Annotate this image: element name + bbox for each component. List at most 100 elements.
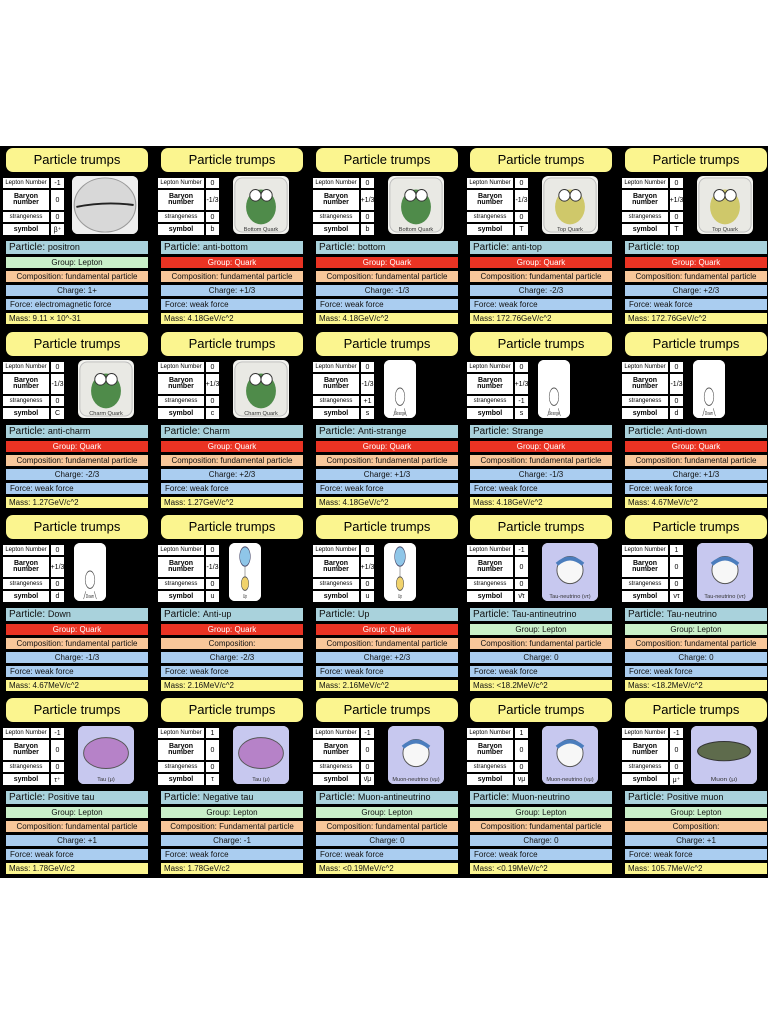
force-bar: Force: weak force: [625, 299, 767, 310]
particle-card-4[interactable]: Particle trumps Lepton Number 0 Baryon n…: [466, 146, 616, 324]
lepton-number-label: Lepton Number: [158, 728, 204, 738]
particle-prefix: Particle:: [319, 792, 356, 803]
symbol-label: symbol: [313, 591, 359, 602]
muon-cartoon-icon: Muon (μ): [691, 726, 757, 784]
particle-name-value: Muon-neutrino: [511, 792, 570, 802]
particle-card-18[interactable]: Particle trumps Lepton Number -1 Baryon …: [312, 696, 462, 874]
strangeness-value: 0: [206, 579, 219, 589]
particle-name-value: Anti-up: [202, 609, 232, 619]
particle-name: Particle: Charm: [161, 425, 303, 438]
particle-name-value: anti-charm: [47, 426, 91, 436]
particle-name: Particle: top: [625, 241, 767, 254]
particle-card-15[interactable]: Particle trumps Lepton Number 1 Baryon n…: [621, 513, 768, 691]
particle-prefix: Particle:: [473, 609, 510, 620]
picture-caption: Muon (μ): [711, 776, 738, 783]
baryon-number-label: Baryon number: [158, 740, 204, 760]
strangeness-value: 0: [515, 212, 528, 222]
muon-neutrino-cartoon-icon: Muon-neutrino (νμ): [388, 726, 444, 784]
particle-card-13[interactable]: Particle trumps Lepton Number 0 Baryon n…: [312, 513, 462, 691]
particle-card-7[interactable]: Particle trumps Lepton Number 0 Baryon n…: [157, 330, 307, 508]
right-eye: [260, 373, 273, 386]
particle-picture: Down: [74, 543, 106, 601]
quantum-numbers-table: Lepton Number 1 Baryon number 0 strangen…: [467, 728, 529, 785]
particle-card-12[interactable]: Particle trumps Lepton Number 0 Baryon n…: [157, 513, 307, 691]
symbol-value: T: [515, 224, 528, 235]
lepton-number-value: 0: [51, 362, 64, 372]
mass-bar: Mass: 1.27GeV/c^2: [6, 497, 148, 508]
charm-quark-cartoon-icon: Charm Quark: [79, 361, 133, 417]
force-bar: Force: weak force: [161, 299, 303, 310]
particle-card-3[interactable]: Particle trumps Lepton Number 0 Baryon n…: [312, 146, 462, 324]
particle-card-8[interactable]: Particle trumps Lepton Number 0 Baryon n…: [312, 330, 462, 508]
lepton-number-value: 0: [206, 178, 219, 188]
strangeness-label: strangeness: [313, 212, 359, 222]
group-bar: Group: Quark: [625, 257, 767, 268]
baryon-number-value: 0: [206, 740, 219, 760]
particle-name-value: Tau-antineutrino: [511, 609, 577, 619]
right-eye: [569, 189, 582, 202]
symbol-value: ν̄μ: [361, 774, 374, 785]
strangeness-value: 0: [51, 396, 64, 406]
card-title: Particle trumps: [6, 332, 148, 356]
charge-bar: Charge: 0: [470, 835, 612, 846]
particle-card-19[interactable]: Particle trumps Lepton Number 1 Baryon n…: [466, 696, 616, 874]
picture-caption: Down: [705, 410, 713, 416]
charge-bar: Charge: +1/3: [161, 285, 303, 296]
lepton-number-label: Lepton Number: [3, 362, 49, 372]
lepton-number-value: 0: [515, 362, 528, 372]
down-quark-cartoon-icon: Down: [693, 360, 725, 418]
particle-card-11[interactable]: Particle trumps Lepton Number 0 Baryon n…: [2, 513, 152, 691]
particle-prefix: Particle:: [628, 426, 665, 437]
particle-card-17[interactable]: Particle trumps Lepton Number 1 Baryon n…: [157, 696, 307, 874]
symbol-value: d: [51, 591, 64, 602]
particle-card-1[interactable]: Particle trumps Lepton Number -1 Baryon …: [2, 146, 152, 324]
muon-neutrino-cartoon-icon: Muon-neutrino (νμ): [542, 726, 598, 784]
composition-bar: Composition: fundamental particle: [316, 271, 458, 282]
particle-card-16[interactable]: Particle trumps Lepton Number -1 Baryon …: [2, 696, 152, 874]
particle-name-value: bottom: [357, 242, 386, 252]
particle-card-14[interactable]: Particle trumps Lepton Number -1 Baryon …: [466, 513, 616, 691]
charge-bar: Charge: +1/3: [316, 469, 458, 480]
force-bar: Force: electromagnetic force: [6, 299, 148, 310]
charge-bar: Charge: 1+: [6, 285, 148, 296]
force-bar: Force: weak force: [316, 849, 458, 860]
particle-card-9[interactable]: Particle trumps Lepton Number 0 Baryon n…: [466, 330, 616, 508]
legs: [702, 408, 716, 417]
particle-prefix: Particle:: [9, 426, 46, 437]
force-bar: Force: weak force: [161, 666, 303, 677]
lepton-number-label: Lepton Number: [3, 728, 49, 738]
quantum-numbers-table: Lepton Number 0 Baryon number -1/3 stran…: [158, 545, 220, 602]
group-bar: Group: Quark: [6, 441, 148, 452]
particle-card-5[interactable]: Particle trumps Lepton Number 0 Baryon n…: [621, 146, 768, 324]
lepton-number-label: Lepton Number: [313, 545, 359, 555]
particle-card-20[interactable]: Particle trumps Lepton Number -1 Baryon …: [621, 696, 768, 874]
particle-card-2[interactable]: Particle trumps Lepton Number 0 Baryon n…: [157, 146, 307, 324]
lepton-number-value: -1: [515, 545, 528, 555]
charm-quark-cartoon-icon: Charm Quark: [234, 361, 288, 417]
headband: [555, 556, 585, 566]
baryon-number-label: Baryon number: [158, 557, 204, 577]
lepton-number-value: 0: [361, 178, 374, 188]
symbol-label: symbol: [158, 224, 204, 235]
card-title: Particle trumps: [6, 698, 148, 722]
legs: [83, 591, 97, 600]
force-bar: Force: weak force: [625, 666, 767, 677]
composition-bar: Composition: fundamental particle: [625, 638, 767, 649]
symbol-value: b: [361, 224, 374, 235]
symbol-label: symbol: [158, 591, 204, 602]
card-title: Particle trumps: [161, 332, 303, 356]
particle-prefix: Particle:: [473, 792, 510, 803]
right-eye: [415, 189, 428, 202]
particle-picture: Muon-neutrino (νμ): [388, 726, 444, 784]
baryon-number-label: Baryon number: [622, 190, 668, 210]
baryon-number-value: -1/3: [515, 190, 528, 210]
quantum-numbers-table: Lepton Number -1 Baryon number 0 strange…: [467, 545, 529, 602]
particle-prefix: Particle:: [9, 792, 46, 803]
particle-card-10[interactable]: Particle trumps Lepton Number 0 Baryon n…: [621, 330, 768, 508]
particle-prefix: Particle:: [628, 792, 665, 803]
picture-caption: Muon-neutrino (νμ): [546, 777, 593, 783]
lepton-number-value: 0: [206, 545, 219, 555]
particle-card-6[interactable]: Particle trumps Lepton Number 0 Baryon n…: [2, 330, 152, 508]
particle-name: Particle: Anti-up: [161, 608, 303, 621]
body-shape: [241, 576, 249, 591]
